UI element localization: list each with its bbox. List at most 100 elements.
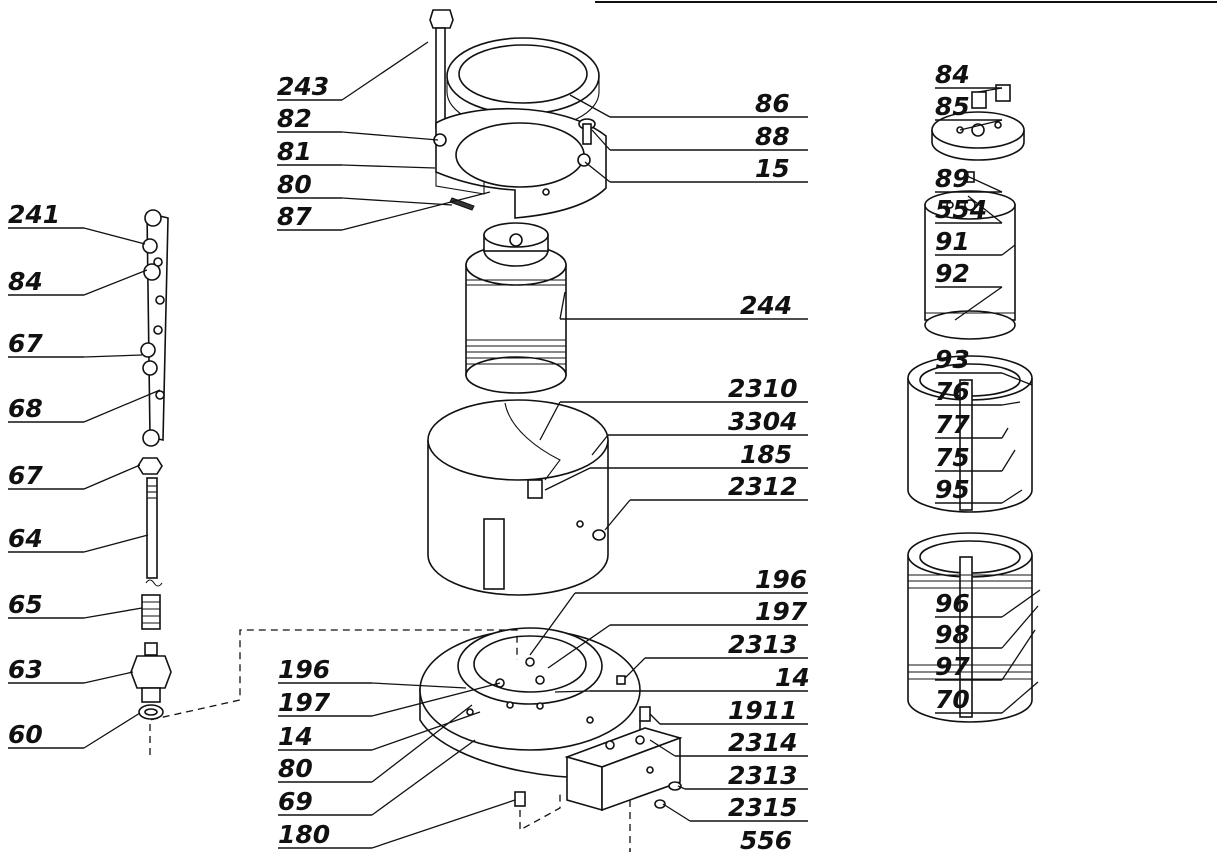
callout-leader-92	[954, 286, 1003, 321]
callout-leader-88	[591, 129, 611, 151]
callout-leader-69	[371, 739, 476, 816]
callout-leader-14-right	[554, 690, 591, 693]
callout-label-60: 60	[8, 720, 43, 749]
callout-leader-97	[1001, 629, 1036, 681]
callout-leader-196-right	[529, 592, 576, 656]
callout-leader-180	[371, 799, 516, 849]
callout-93: 93	[935, 345, 1033, 386]
callout-label-84-left: 84	[8, 267, 43, 296]
callout-554: 554	[935, 195, 1003, 224]
part-64-rod	[146, 477, 158, 579]
callout-84-right: 84	[935, 60, 1003, 93]
callout-layer: 2438281808786881524423103304185231219619…	[8, 41, 1041, 852]
callout-label-80-top: 80	[277, 170, 312, 199]
part-86-ring	[446, 37, 600, 131]
callout-64: 64	[8, 524, 149, 553]
part-63-fitting	[130, 642, 172, 703]
callout-2315: 2315	[662, 793, 808, 822]
part-linkage-assembly	[140, 209, 169, 447]
part-70-sleeve	[907, 532, 1033, 723]
callout-label-84-right: 84	[935, 60, 970, 89]
callout-leader-76	[1001, 401, 1021, 406]
callout-leader-86	[569, 94, 611, 118]
callout-label-75: 75	[935, 443, 970, 472]
callout-3304: 3304	[591, 407, 808, 456]
callout-leader-241	[83, 227, 146, 245]
callout-leader-554	[967, 195, 1003, 224]
callout-label-14-right: 14	[775, 663, 810, 692]
part-85-cap	[931, 84, 1025, 161]
callout-80-top: 80	[277, 170, 453, 206]
callout-label-180: 180	[278, 820, 330, 849]
callout-86: 86	[569, 89, 808, 118]
callout-leader-64	[83, 534, 149, 553]
callout-leader-1911	[649, 713, 661, 725]
callout-1911: 1911	[649, 696, 808, 725]
callout-label-98: 98	[935, 620, 970, 649]
callout-196-right: 196	[529, 565, 808, 656]
callout-label-85: 85	[935, 92, 970, 121]
callout-leader-197-right	[547, 624, 611, 669]
callout-197-right: 197	[547, 597, 808, 669]
callout-label-76: 76	[935, 377, 970, 406]
callout-label-554: 554	[935, 195, 987, 224]
callout-leader-2312	[604, 499, 631, 531]
pipe-route-2	[519, 790, 561, 832]
callout-label-67-top: 67	[8, 329, 43, 358]
callout-label-556: 556	[740, 826, 792, 852]
callout-14-right: 14	[554, 663, 810, 693]
callout-81: 81	[277, 137, 436, 169]
callout-leader-2313-a	[624, 657, 646, 679]
callout-14-left: 14	[278, 711, 481, 751]
callout-196-left: 196	[278, 655, 467, 689]
callout-91: 91	[935, 227, 1016, 256]
callout-leader-15	[584, 161, 611, 183]
callout-leader-85	[959, 119, 1003, 131]
callout-label-82: 82	[277, 104, 312, 133]
callout-label-197-right: 197	[755, 597, 808, 626]
callout-label-63: 63	[8, 655, 43, 684]
callout-leader-60	[83, 712, 141, 749]
callout-2313-b: 2313	[677, 761, 808, 790]
callout-label-91: 91	[935, 227, 970, 256]
callout-leader-84-left	[83, 269, 148, 296]
callout-label-2315: 2315	[728, 793, 798, 822]
callout-84-left: 84	[8, 267, 148, 296]
callout-leader-95	[1001, 489, 1023, 504]
callout-60: 60	[8, 712, 141, 749]
part-2314-block	[564, 727, 683, 812]
callout-label-65: 65	[8, 590, 43, 619]
callout-label-64: 64	[8, 524, 43, 553]
callout-2314: 2314	[649, 728, 808, 757]
callout-leader-2315	[662, 803, 691, 822]
callout-label-196-right: 196	[755, 565, 807, 594]
callout-98: 98	[935, 605, 1039, 649]
callout-label-3304: 3304	[728, 407, 798, 436]
callout-63: 63	[8, 655, 134, 684]
callout-15: 15	[584, 154, 808, 183]
callout-leader-67-top	[83, 354, 143, 358]
callout-89: 89	[935, 164, 1003, 193]
callout-82: 82	[277, 104, 439, 141]
callout-69: 69	[278, 739, 476, 816]
callout-leader-65	[83, 607, 143, 619]
callout-leader-80-top	[341, 197, 453, 206]
callout-leader-2314	[649, 739, 676, 757]
callout-leader-2310	[539, 401, 561, 441]
callout-label-243: 243	[277, 72, 329, 101]
callout-77: 77	[935, 410, 1009, 439]
callout-label-92: 92	[935, 259, 970, 288]
callout-leader-96	[1001, 589, 1041, 618]
part-88-pin	[578, 118, 596, 145]
callout-70: 70	[935, 681, 1039, 714]
callout-label-93: 93	[935, 345, 970, 374]
callout-label-68: 68	[8, 394, 43, 423]
callout-2312: 2312	[604, 472, 808, 531]
callout-180: 180	[278, 799, 516, 849]
part-60-washer	[138, 704, 164, 720]
callout-label-14-left: 14	[278, 722, 313, 751]
callout-leader-14-left	[371, 711, 481, 751]
callout-leader-185	[544, 467, 591, 491]
callout-label-77: 77	[935, 410, 970, 439]
callout-label-87: 87	[277, 202, 312, 231]
